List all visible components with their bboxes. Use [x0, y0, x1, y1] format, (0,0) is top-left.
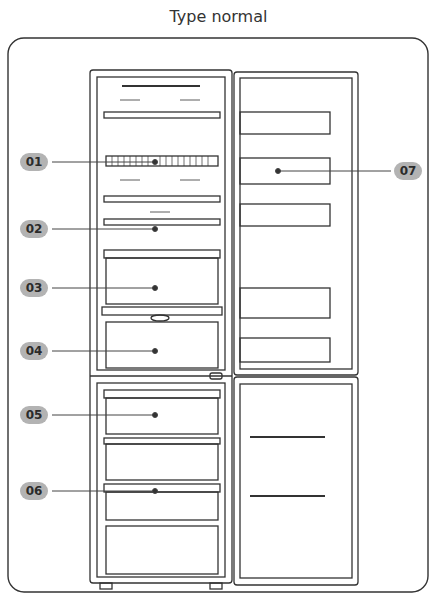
callout-number: 06	[20, 482, 49, 500]
callout-number: 07	[394, 162, 423, 180]
callout-number: 02	[20, 220, 49, 238]
title: Type normal	[0, 7, 437, 26]
callout-number: 01	[20, 153, 49, 171]
callout-number: 05	[20, 406, 49, 424]
callout-number: 03	[20, 279, 49, 297]
callout-number: 04	[20, 342, 49, 360]
